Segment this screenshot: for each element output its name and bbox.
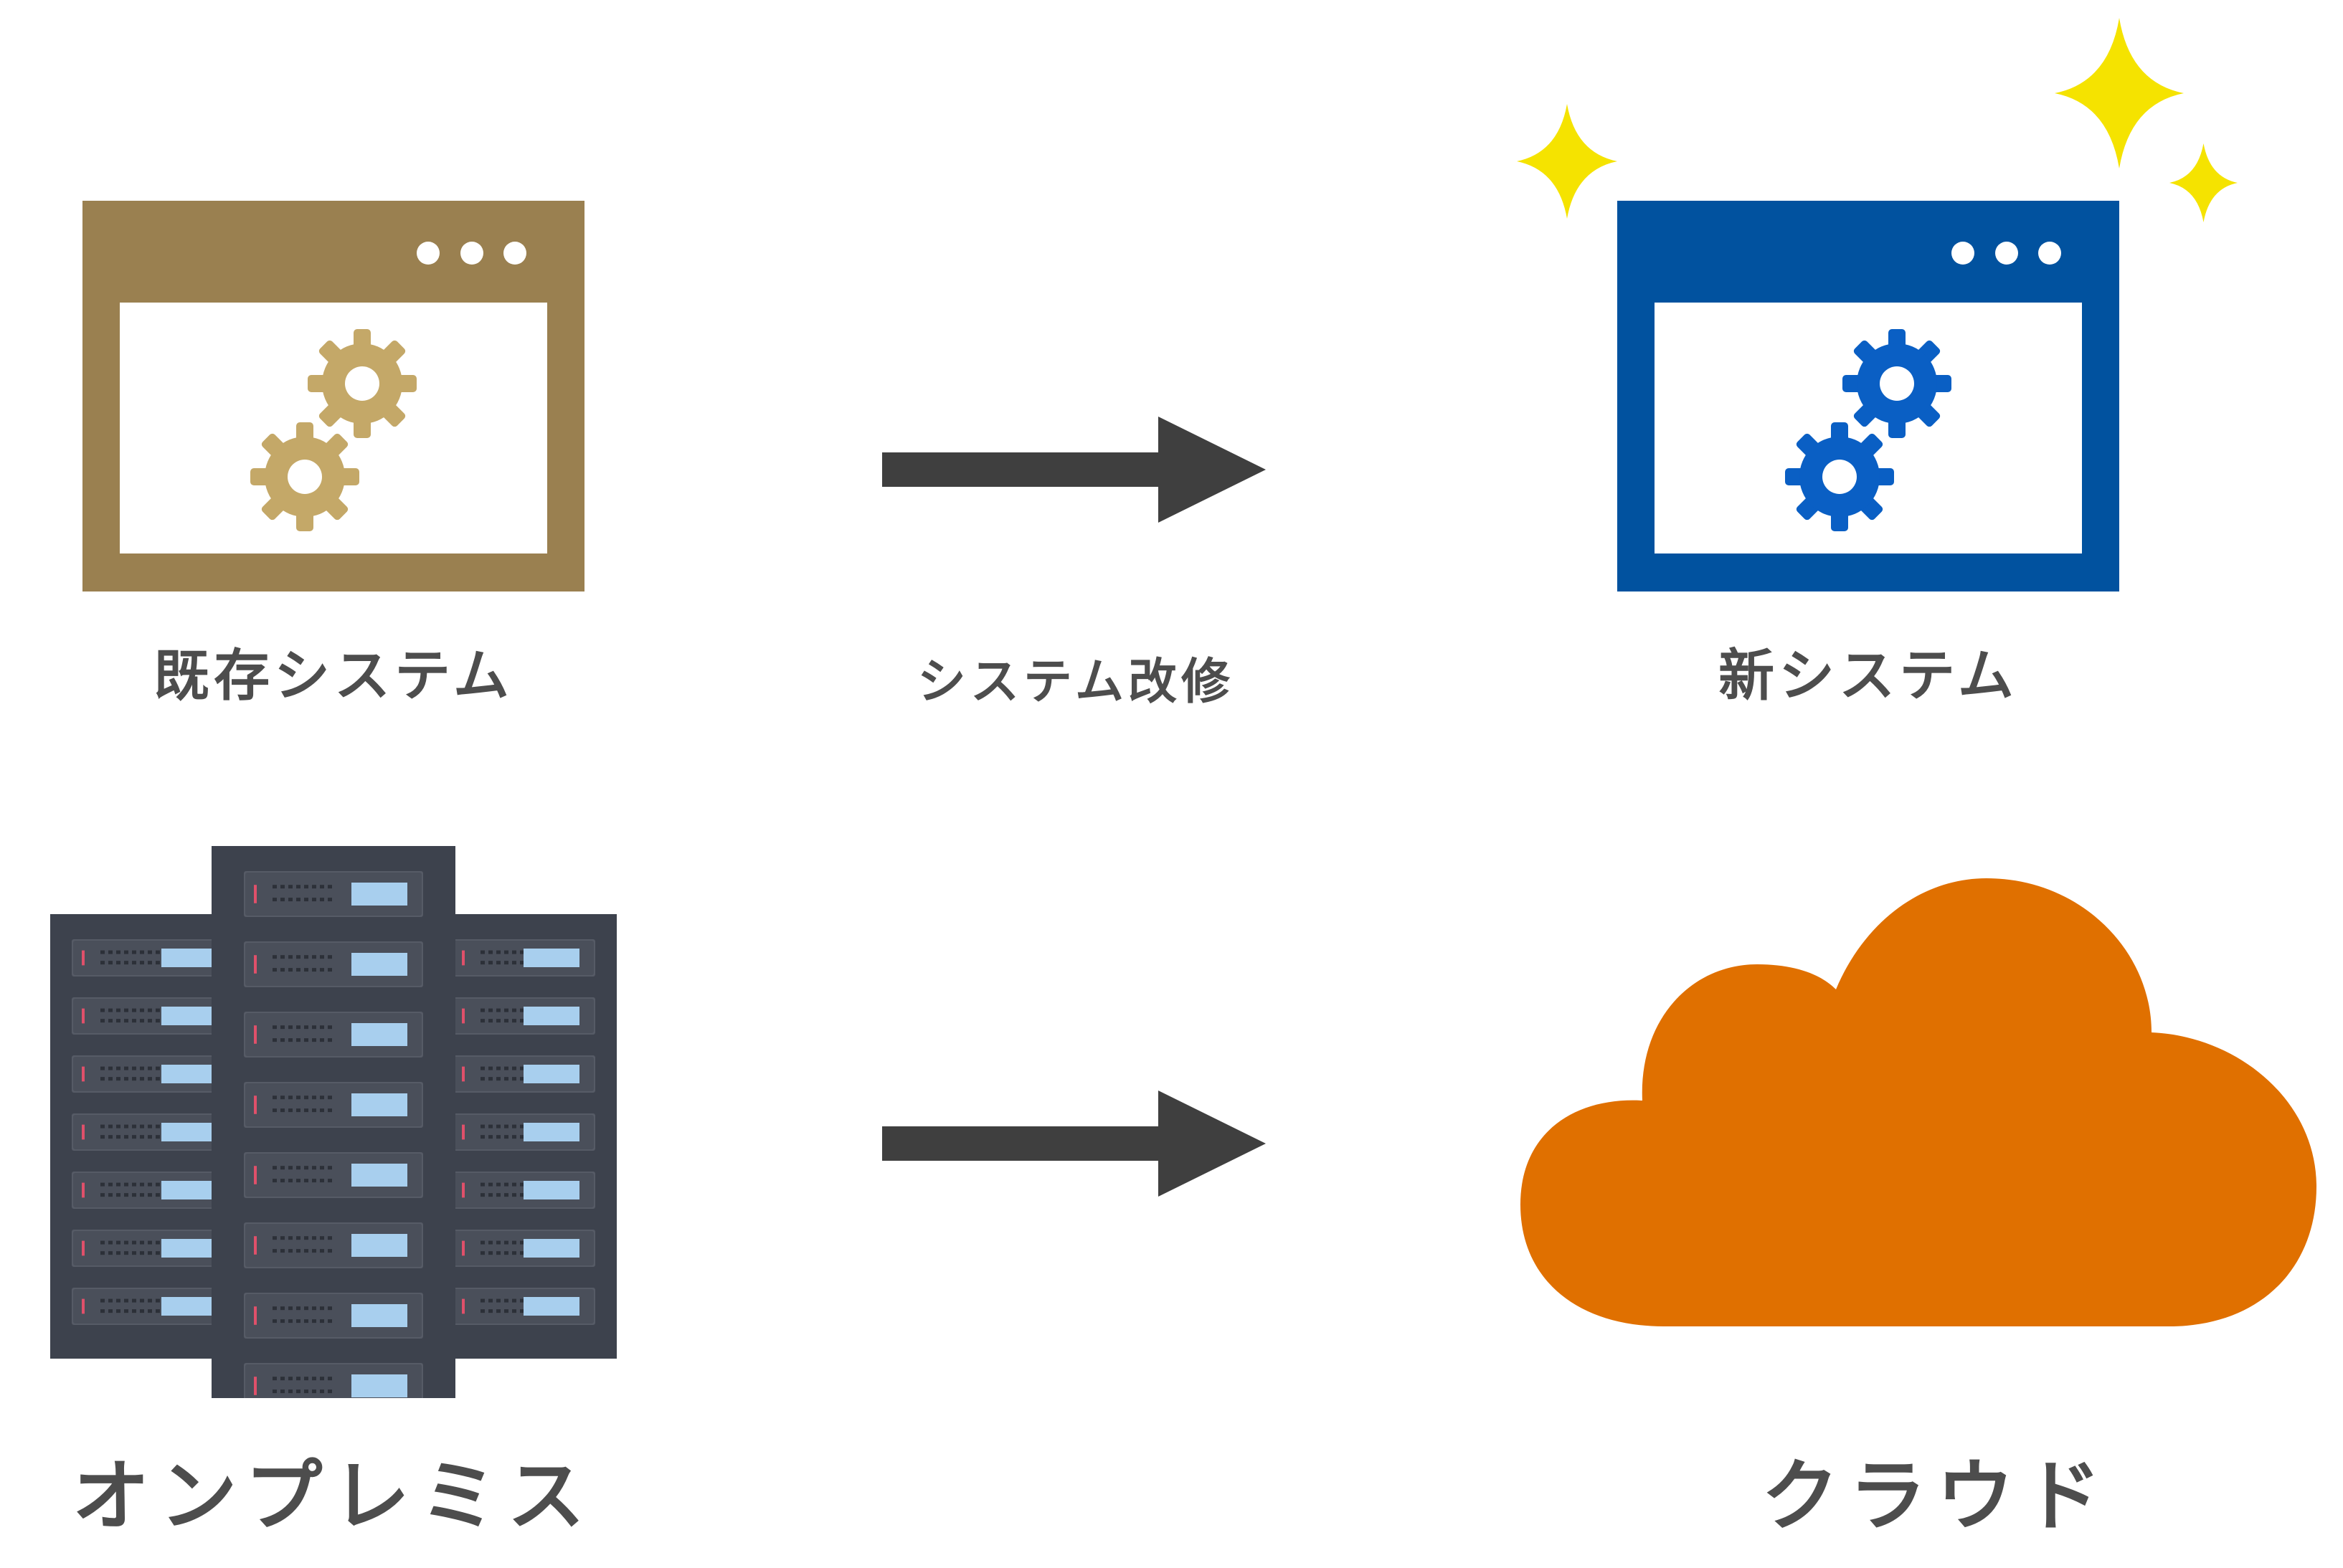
gear-icon <box>250 422 359 531</box>
cloud-icon <box>1520 878 2316 1330</box>
new-system-label: 新システム <box>1718 644 2018 708</box>
sparkle-icon <box>1517 104 1617 219</box>
gear-icon <box>1842 329 1951 438</box>
arrow-label: システム改修 <box>917 654 1234 711</box>
arrow-right-icon <box>882 412 1269 527</box>
on-premise-label: オンプレミス <box>72 1452 595 1541</box>
server-rack-icon <box>50 846 617 1398</box>
old-system-window-icon <box>82 201 584 591</box>
new-system-window-icon <box>1617 201 2119 591</box>
gear-icon <box>308 329 417 438</box>
cloud-label: クラウド <box>1761 1452 2111 1541</box>
sparkle-icon <box>2055 18 2184 168</box>
old-system-label: 既存システム <box>153 644 513 708</box>
gear-icon <box>1785 422 1894 531</box>
arrow-right-icon <box>882 1086 1269 1201</box>
sparkle-icon <box>2169 143 2238 222</box>
